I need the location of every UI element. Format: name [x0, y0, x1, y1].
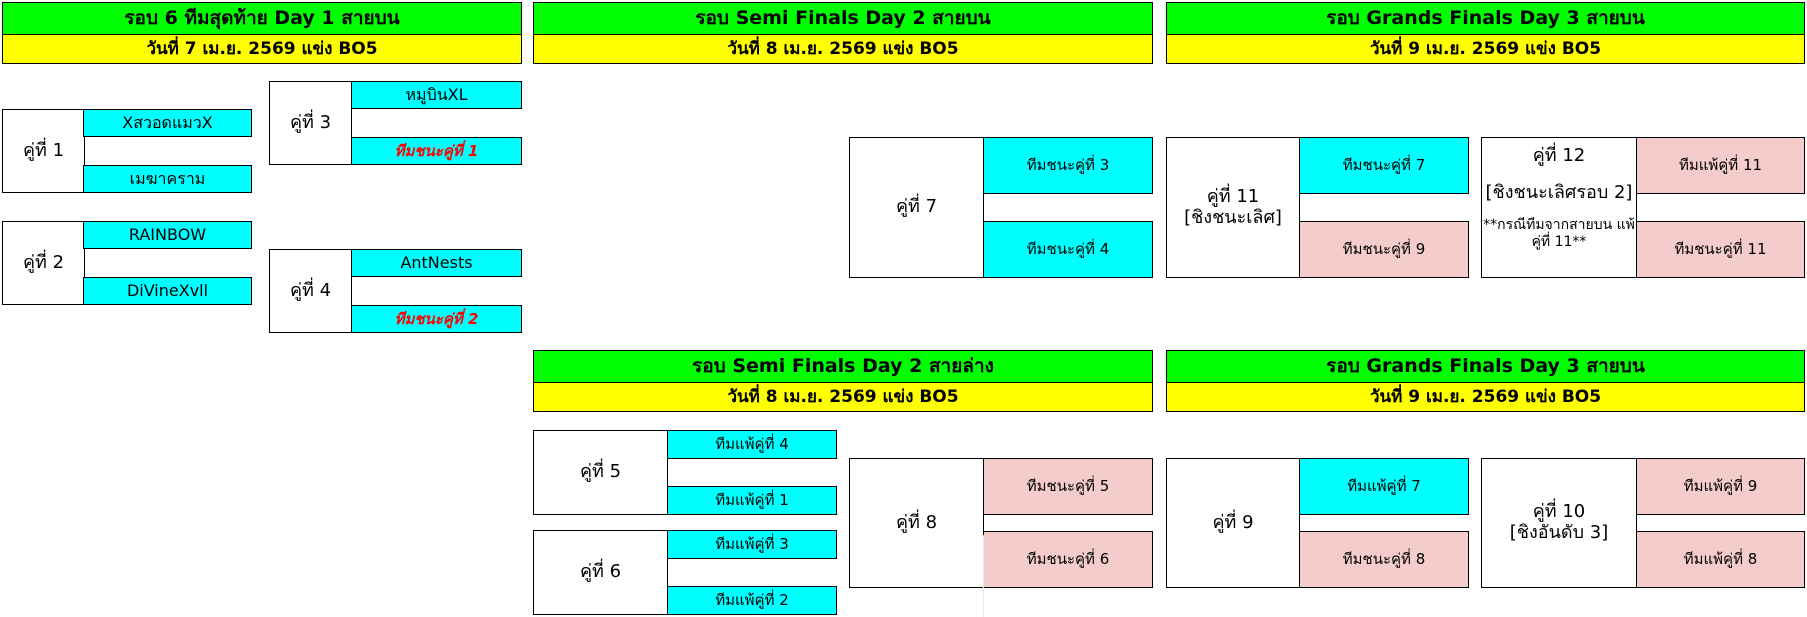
match-6-team-a: ทีมแพ้คู่ที่ 3 [667, 530, 837, 559]
match-5-team-a: ทีมแพ้คู่ที่ 4 [667, 430, 837, 459]
match-11-team-b: ทีมชนะคู่ที่ 9 [1299, 221, 1469, 278]
match-8-label: คู่ที่ 8 [849, 458, 984, 588]
match-9-team-b: ทีมชนะคู่ที่ 8 [1299, 531, 1469, 588]
match-label: คู่ที่ 3 [289, 111, 332, 133]
match-6-label: คู่ที่ 6 [533, 530, 668, 615]
match-5-team-b: ทีมแพ้คู่ที่ 1 [667, 486, 837, 515]
match-label: คู่ที่ 11 [1206, 185, 1260, 207]
match-sublabel: [ชิงชนะเลิศรอบ 2] [1485, 181, 1633, 203]
sheet-gridline [983, 535, 984, 617]
match-label: คู่ที่ 9 [1212, 511, 1254, 533]
match-11-team-a: ทีมชนะคู่ที่ 7 [1299, 137, 1469, 194]
match-11-label: คู่ที่ 11 [ชิงชนะเลิศ] [1166, 137, 1300, 278]
gf-top-title: รอบ Grands Finals Day 3 สายบน [1166, 2, 1805, 35]
match-3-label: คู่ที่ 3 [269, 81, 352, 165]
sf-upper-title: รอบ Semi Finals Day 2 สายบน [533, 2, 1153, 35]
match-label: คู่ที่ 7 [895, 196, 938, 218]
gf-bottom-date: วันที่ 9 เม.ย. 2569 แข่ง BO5 [1166, 383, 1805, 412]
match-1-label: คู่ที่ 1 [2, 109, 85, 193]
match-3-team-a: หมูบินXL [351, 81, 522, 109]
match-note: **กรณีทีมจากสายบน แพ้คู่ที่ 11** [1483, 217, 1635, 251]
match-10-team-b: ทีมแพ้คู่ที่ 8 [1636, 531, 1805, 588]
gf-bottom-title: รอบ Grands Finals Day 3 สายบน [1166, 350, 1805, 383]
match-12-team-a: ทีมแพ้คู่ที่ 11 [1636, 137, 1805, 194]
match-label: คู่ที่ 2 [22, 251, 65, 273]
match-6-team-b: ทีมแพ้คู่ที่ 2 [667, 586, 837, 615]
match-label: คู่ที่ 5 [579, 461, 622, 483]
match-5-label: คู่ที่ 5 [533, 430, 668, 515]
match-10-label: คู่ที่ 10 [ชิงอันดับ 3] [1481, 458, 1637, 588]
sf-lower-title: รอบ Semi Finals Day 2 สายล่าง [533, 350, 1153, 383]
match-label: คู่ที่ 10 [1532, 501, 1586, 523]
match-3-team-b: ทีมชนะคู่ที่ 1 [351, 137, 522, 165]
match-sublabel: [ชิงอันดับ 3] [1509, 522, 1609, 543]
sf-lower-date: วันที่ 8 เม.ย. 2569 แข่ง BO5 [533, 383, 1153, 412]
match-10-team-a: ทีมแพ้คู่ที่ 9 [1636, 458, 1805, 515]
r6-date: วันที่ 7 เม.ย. 2569 แข่ง BO5 [2, 35, 522, 64]
match-label: คู่ที่ 12 [1532, 145, 1586, 166]
match-4-team-a: AntNests [351, 249, 522, 277]
match-4-team-b: ทีมชนะคู่ที่ 2 [351, 305, 522, 333]
match-8-team-a: ทีมชนะคู่ที่ 5 [983, 458, 1153, 515]
match-7-team-b: ทีมชนะคู่ที่ 4 [983, 221, 1153, 278]
match-label: คู่ที่ 8 [895, 511, 938, 533]
match-sublabel: [ชิงชนะเลิศ] [1184, 206, 1282, 228]
match-label: คู่ที่ 4 [289, 279, 332, 301]
match-1-team-a: XสวอดแมวX [83, 109, 252, 137]
match-1-team-b: เมฆาคราม [83, 165, 252, 193]
match-2-team-b: DiVineXvll [83, 277, 252, 305]
match-8-team-b: ทีมชนะคู่ที่ 6 [983, 531, 1153, 588]
match-7-team-a: ทีมชนะคู่ที่ 3 [983, 137, 1153, 194]
match-2-team-a: RAINBOW [83, 221, 252, 249]
match-label: คู่ที่ 1 [22, 139, 65, 161]
match-label: คู่ที่ 6 [579, 561, 622, 583]
match-9-team-a: ทีมแพ้คู่ที่ 7 [1299, 458, 1469, 515]
match-12-label: คู่ที่ 12 [ชิงชนะเลิศรอบ 2] **กรณีทีมจาก… [1481, 137, 1637, 278]
match-7-label: คู่ที่ 7 [849, 137, 984, 278]
match-2-label: คู่ที่ 2 [2, 221, 85, 305]
gf-top-date: วันที่ 9 เม.ย. 2569 แข่ง BO5 [1166, 35, 1805, 64]
match-4-label: คู่ที่ 4 [269, 249, 352, 333]
sf-upper-date: วันที่ 8 เม.ย. 2569 แข่ง BO5 [533, 35, 1153, 64]
r6-title: รอบ 6 ทีมสุดท้าย Day 1 สายบน [2, 2, 522, 35]
match-9-label: คู่ที่ 9 [1166, 458, 1300, 588]
match-12-team-b: ทีมชนะคู่ที่ 11 [1636, 221, 1805, 278]
